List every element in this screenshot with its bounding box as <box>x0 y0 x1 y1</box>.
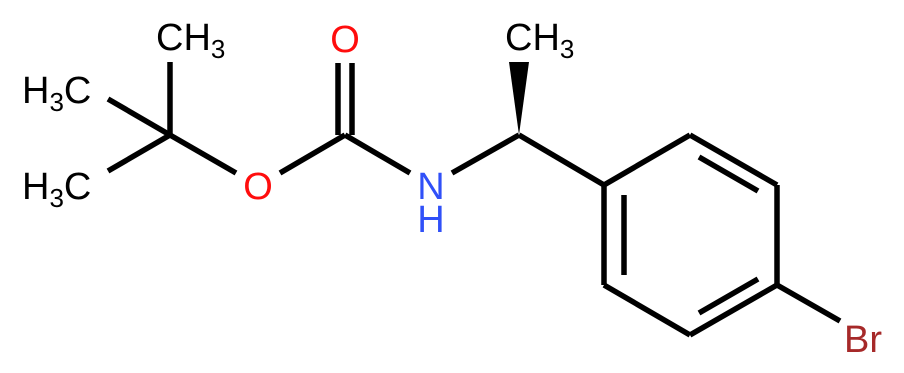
methyl-label-upper-left: H3C <box>22 70 91 117</box>
benzene-ring <box>601 132 780 338</box>
nitrogen-label: N <box>417 166 444 208</box>
bond-ring-br <box>775 282 842 324</box>
oxygen-carbonyl-label: O <box>330 19 360 61</box>
methyl-label-lower-left: H3C <box>22 166 91 213</box>
wedge-bond-methyl <box>509 62 529 135</box>
bond-quaternary-c-methyl-lower <box>106 132 172 174</box>
ring-bond-5 <box>602 282 692 338</box>
bond-chiral-c-ring <box>517 132 606 188</box>
ring-bond-1 <box>602 132 692 188</box>
oxygen-ester-label: O <box>243 166 273 208</box>
bromine-label: Br <box>844 319 882 361</box>
bond-o-ester-carbonyl-c <box>278 132 347 176</box>
bond-quaternary-c-methyl-upper <box>106 96 172 138</box>
bond-carbonyl-c-n <box>343 132 412 176</box>
bond-quaternary-c-o-ester <box>168 132 238 176</box>
methyl-label-right: CH3 <box>505 17 574 64</box>
ring-inner-bond-a <box>697 154 760 194</box>
nitrogen-hydrogen-label: H <box>417 199 444 241</box>
ring-bond-4 <box>688 282 779 338</box>
methyl-label-top: CH3 <box>156 17 225 64</box>
ring-bond-2 <box>688 132 779 188</box>
ring-inner-bond-b <box>697 276 760 316</box>
bond-n-chiral-c <box>450 132 521 176</box>
